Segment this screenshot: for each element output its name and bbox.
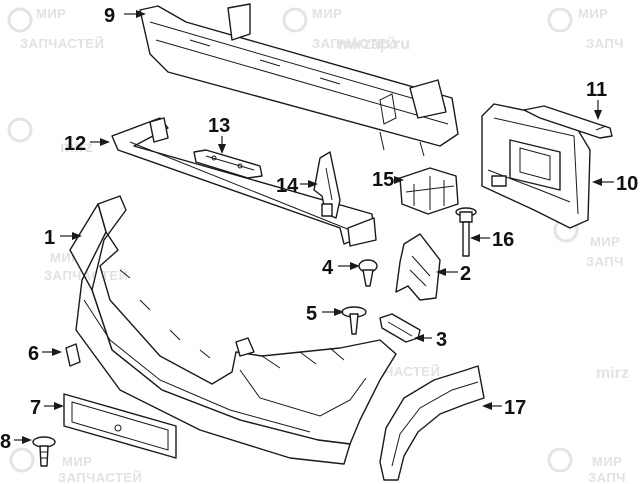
svg-text:МИР: МИР [590, 234, 620, 249]
part-12-absorber-strip [111, 117, 377, 247]
svg-text:ЗАПЧАСТЕЙ: ЗАПЧАСТЕЙ [312, 36, 396, 51]
svg-text:ЗАПЧ: ЗАПЧ [586, 36, 624, 51]
part-16-bolt [455, 207, 477, 257]
callout-16: 16 [492, 229, 514, 251]
part-11-rod [523, 105, 613, 139]
callout-7: 7 [30, 397, 41, 419]
svg-text:МИР: МИР [592, 454, 622, 469]
watermark-site-top: mirzap.ru [338, 36, 410, 53]
part-8-bolt [32, 436, 56, 467]
part-3-clip-strip [379, 313, 421, 343]
part-10-bracket-housing [481, 103, 591, 229]
callout-9: 9 [104, 5, 115, 27]
callout-2: 2 [460, 263, 471, 285]
svg-text:МИР: МИР [36, 6, 66, 21]
callout-5: 5 [306, 303, 317, 325]
part-17-wheel-molding [379, 365, 485, 481]
watermark-logo-mid-left: МИР ЗАПЧАСТЕЙ [7, 117, 128, 283]
callout-14: 14 [276, 175, 299, 197]
part-7-license-bracket [63, 393, 177, 459]
watermark-site-left: mirz [60, 139, 93, 156]
callout-3: 3 [436, 329, 447, 351]
part-9-reinforcement-bar [139, 3, 459, 157]
watermark-logo-mid-right: МИР ЗАПЧ [553, 217, 624, 269]
svg-text:ЗАПЧАСТЕЙ: ЗАПЧАСТЕЙ [44, 268, 128, 283]
svg-text:ЗАПЧАСТЕЙ: ЗАПЧАСТЕЙ [58, 470, 142, 484]
part-4-push-clip [358, 259, 378, 287]
part-15-mount-bracket [399, 167, 459, 215]
callout-10: 10 [616, 173, 638, 195]
part-1-bumper-cover [69, 195, 397, 465]
svg-text:МИР: МИР [312, 6, 342, 21]
callout-1: 1 [44, 227, 55, 249]
svg-text:МИР: МИР [578, 6, 608, 21]
part-6-clip [65, 343, 81, 367]
part-5-screw [341, 306, 367, 335]
callout-11: 11 [586, 79, 607, 101]
watermark-logo-bottom-left: МИР ЗАПЧАСТЕЙ [9, 447, 142, 484]
svg-text:ЗАПЧАСТЕЙ: ЗАПЧАСТЕЙ [20, 36, 104, 51]
part-14-bracket [313, 151, 341, 219]
callout-12: 12 [64, 133, 86, 155]
watermark-logo-bottom-right: МИР ЗАПЧ [547, 447, 626, 484]
leader-lines [14, 10, 614, 444]
svg-text:ЗАПЧ: ЗАПЧ [586, 254, 624, 269]
callout-8: 8 [0, 431, 11, 453]
svg-text:ЗАПЧ: ЗАПЧ [588, 470, 626, 484]
callout-17: 17 [504, 397, 526, 419]
watermark-logo-top-left: МИР ЗАПЧАСТЕЙ [7, 6, 104, 51]
callout-13: 13 [208, 115, 230, 137]
watermark-logo-top-right: МИР ЗАПЧ [547, 6, 624, 51]
part-2-side-bracket [395, 233, 441, 301]
svg-text:МИР: МИР [62, 454, 92, 469]
callout-4: 4 [322, 257, 334, 279]
part-13-bracket [193, 149, 263, 179]
watermark-site-right: mirz [596, 365, 629, 382]
callout-15: 15 [372, 169, 394, 191]
callout-6: 6 [28, 343, 39, 365]
watermark-logo-top-center: МИР ЗАПЧАСТЕЙ [282, 6, 396, 51]
